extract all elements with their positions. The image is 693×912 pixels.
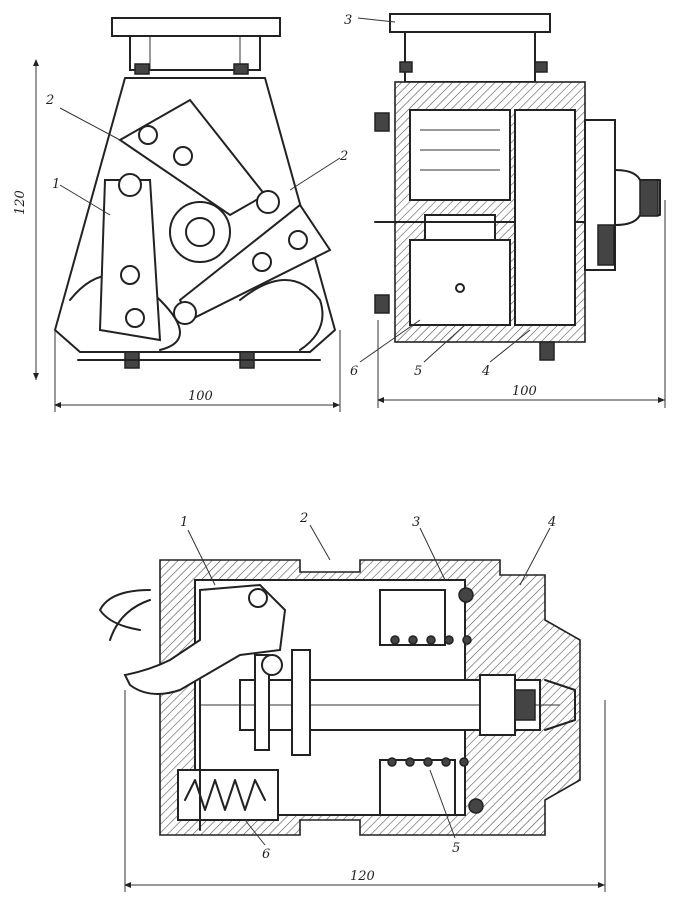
top-left-view: 2 1 2 120 100 <box>13 17 348 412</box>
piston <box>409 239 511 326</box>
shaft-end <box>479 674 516 736</box>
flange-neck <box>129 35 261 71</box>
lower-spring <box>387 757 469 767</box>
bolt-head <box>399 61 413 73</box>
shaft-collar <box>254 654 270 751</box>
label-part: 6 <box>350 364 358 379</box>
shaft-collar <box>291 649 311 756</box>
lower-chamber <box>379 759 456 816</box>
top-pin <box>458 587 474 603</box>
end-cap <box>544 679 576 731</box>
lever-roller <box>261 654 283 676</box>
trigger-lever <box>123 583 287 695</box>
top-flange <box>389 13 551 33</box>
return-spring-housing <box>177 769 279 821</box>
label-part: 6 <box>262 847 270 862</box>
upper-spring <box>390 635 472 645</box>
side-plate <box>514 109 576 326</box>
label-part: 5 <box>452 841 460 856</box>
roller <box>118 173 142 197</box>
left-lever <box>98 179 162 342</box>
base-bolt <box>539 341 555 361</box>
label-part: 3 <box>344 13 352 28</box>
label-part: 2 <box>299 511 308 526</box>
return-spring <box>184 779 266 811</box>
label-part: 5 <box>414 364 422 379</box>
side-nut <box>597 224 615 266</box>
label-part: 2 <box>45 93 54 108</box>
label-part: 3 <box>412 515 420 530</box>
lever-bolt <box>125 308 145 328</box>
flange-neck <box>404 31 536 83</box>
bolt-head <box>134 63 150 75</box>
spring-cavity <box>409 109 511 201</box>
side-port <box>614 169 661 226</box>
cable <box>99 589 151 631</box>
bottom-view: 1 2 3 4 5 6 120 <box>99 511 606 892</box>
lever-bolt <box>138 125 158 145</box>
bottom-pin <box>468 798 484 814</box>
side-bolt <box>374 294 390 314</box>
roller <box>256 190 280 214</box>
dim-height: 120 <box>13 190 28 215</box>
bolt-head <box>233 63 249 75</box>
lever-bolt <box>288 230 308 250</box>
housing-curve <box>239 279 324 351</box>
dim-width: 120 <box>350 869 375 884</box>
label-part: 1 <box>52 177 60 192</box>
top-flange <box>111 17 281 37</box>
dim-width: 100 <box>512 384 537 399</box>
label-part: 2 <box>339 149 348 164</box>
lever-bolt <box>120 265 140 285</box>
lever-pivot <box>248 588 268 608</box>
shaft-nut <box>514 689 536 721</box>
lever-bolt <box>252 252 272 272</box>
top-right-view: 3 6 5 4 100 <box>344 13 666 408</box>
roller <box>173 301 197 325</box>
center-hub <box>169 201 231 263</box>
bolt-head <box>534 61 548 73</box>
label-part: 1 <box>180 515 188 530</box>
lever-bolt <box>173 146 193 166</box>
piston-head <box>424 214 496 241</box>
side-bolt <box>374 112 390 132</box>
housing-curve <box>69 274 181 351</box>
label-part: 4 <box>481 364 490 379</box>
dim-width: 100 <box>188 389 213 404</box>
label-part: 4 <box>547 515 556 530</box>
